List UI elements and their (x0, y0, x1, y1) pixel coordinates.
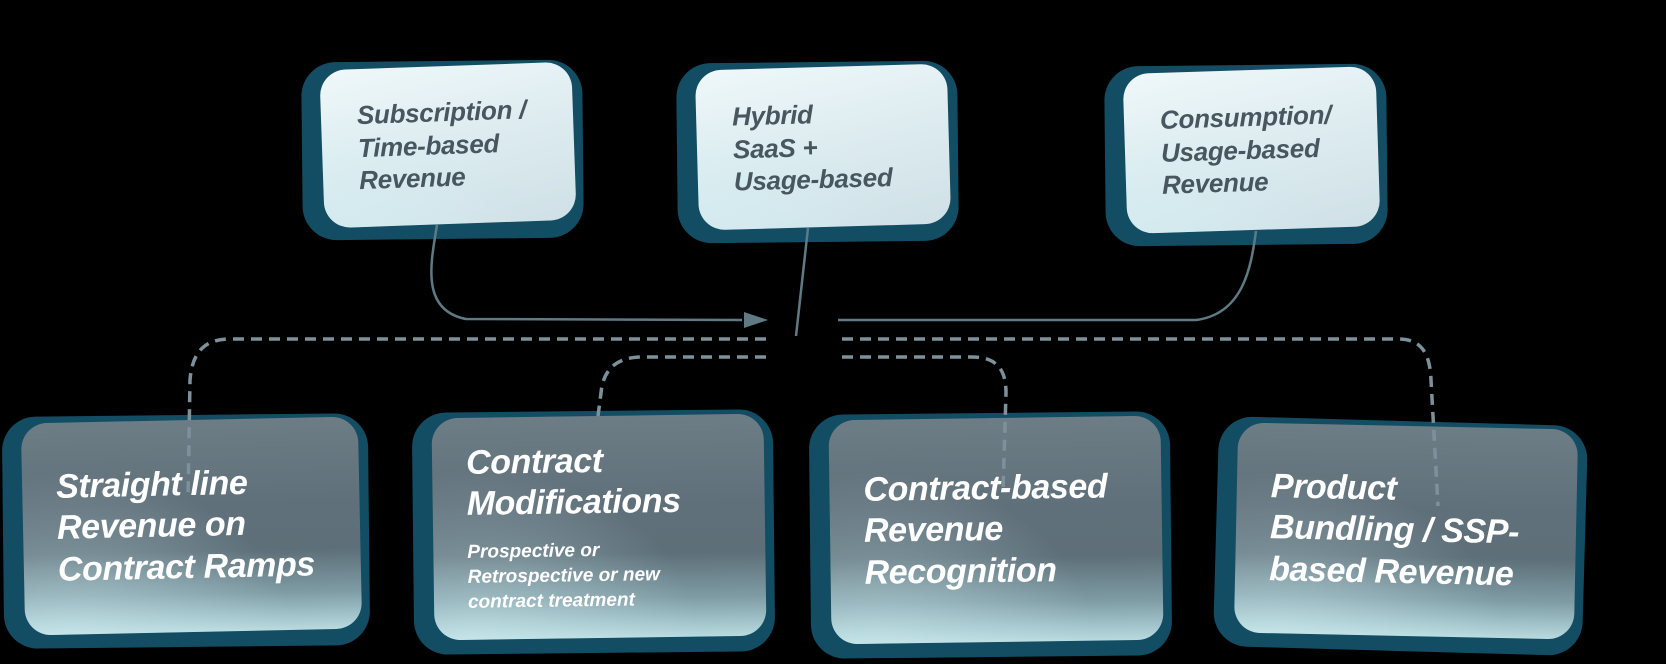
box-face: Consumption/ Usage-based Revenue (1122, 66, 1381, 234)
box-title: Straight line Revenue on Contract Ramps (55, 463, 316, 589)
box-face: Product Bundling / SSP- based Revenue (1233, 422, 1579, 640)
bottom-box-contract-modifications: Contract Modifications Prospective or Re… (411, 409, 776, 655)
box-face: Contract-based Revenue Recognition (828, 415, 1164, 645)
box-label: Subscription / Time-based Revenue (356, 94, 527, 196)
junction-arrowhead-icon (744, 312, 768, 328)
box-face: Subscription / Time-based Revenue (319, 61, 577, 229)
box-face: Straight line Revenue on Contract Ramps (20, 416, 363, 636)
box-title: Product Bundling / SSP- based Revenue (1268, 466, 1520, 593)
dashed-connector-to-contract-modifications-box (596, 355, 766, 417)
box-face: Contract Modifications Prospective or Re… (431, 413, 767, 641)
bottom-box-straight-line-ramps: Straight line Revenue on Contract Ramps (1, 413, 371, 649)
box-subtitle: Prospective or Retrospective or new cont… (467, 540, 660, 613)
connector-hybrid-line (794, 227, 810, 337)
box-title: Contract Modifications (465, 441, 681, 523)
box-label: Consumption/ Usage-based Revenue (1159, 99, 1332, 201)
box-title: Contract-based Revenue Recognition (863, 467, 1108, 592)
top-box-subscription-time-based: Subscription / Time-based Revenue (301, 59, 584, 241)
bottom-box-contract-based-recognition: Contract-based Revenue Recognition (808, 411, 1173, 659)
top-box-consumption-usage-based: Consumption/ Usage-based Revenue (1104, 63, 1388, 247)
bottom-box-product-bundling-ssp: Product Bundling / SSP- based Revenue (1212, 415, 1589, 657)
box-face: Hybrid SaaS + Usage-based (694, 63, 952, 231)
top-box-hybrid-saas-usage: Hybrid SaaS + Usage-based (676, 60, 959, 244)
box-label: Hybrid SaaS + Usage-based (731, 99, 893, 197)
